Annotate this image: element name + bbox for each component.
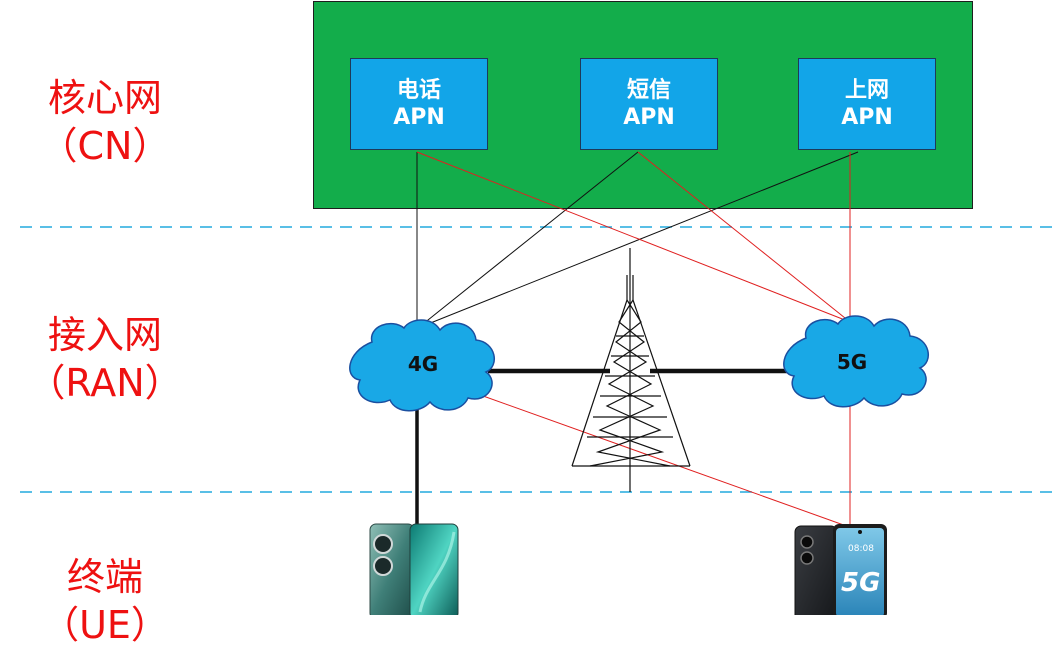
cloud-4g-icon	[349, 319, 496, 412]
network-diagram	[20, 151, 1059, 529]
apn-internet-name: 上网	[844, 78, 889, 103]
apn-sms-label: APN	[623, 105, 675, 130]
phone-4g-image	[368, 522, 460, 615]
phone-5g-screen-time: 08:08	[848, 544, 874, 554]
layer-label-ran-name: 接入网	[47, 313, 162, 357]
phone-5g-image: 08:08 5G	[793, 522, 889, 615]
cloud-5g-icon	[783, 315, 930, 408]
cell-tower-icon	[571, 248, 691, 492]
cloud-5g-label: 5G	[836, 350, 868, 374]
apn-box-voice: 电话 APN	[350, 58, 488, 150]
apn-internet-label: APN	[841, 105, 893, 130]
link-4g-internet-apn	[417, 151, 859, 329]
layer-label-cn-abbr: （CN）	[39, 124, 171, 168]
cloud-4g-label: 4G	[407, 352, 439, 376]
apn-box-sms: 短信 APN	[580, 58, 718, 150]
link-4g-5g-phone	[471, 391, 853, 529]
apn-sms-name: 短信	[626, 78, 671, 103]
link-5g-sms-apn	[637, 151, 851, 323]
layer-label-ue-name: 终端	[66, 555, 143, 599]
layer-label-ran-abbr: （RAN）	[27, 361, 183, 405]
link-4g-sms-apn	[417, 151, 639, 329]
link-5g-voice-apn	[416, 151, 851, 323]
phone-5g-screen-badge: 5G	[841, 568, 881, 598]
apn-box-internet: 上网 APN	[798, 58, 936, 150]
layer-label-cn: 核心网 （CN）	[20, 74, 190, 170]
apn-voice-name: 电话	[396, 78, 441, 103]
apn-voice-label: APN	[393, 105, 445, 130]
layer-label-cn-name: 核心网	[47, 76, 162, 120]
layer-label-ran: 接入网 （RAN）	[20, 311, 190, 407]
